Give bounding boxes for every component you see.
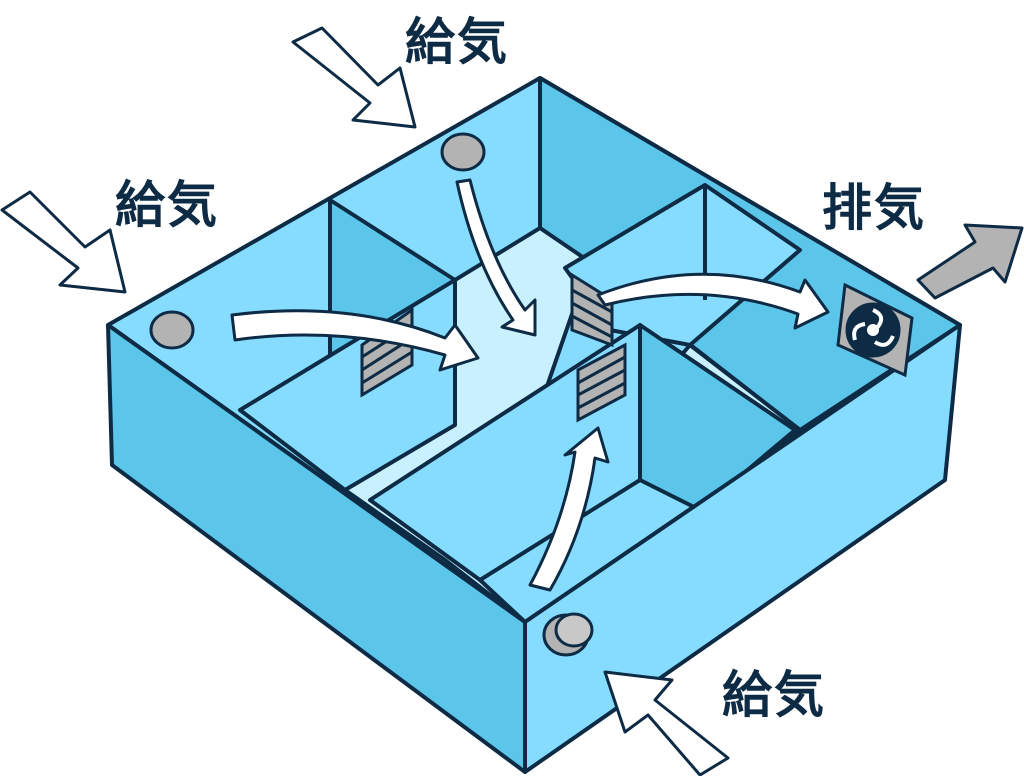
vent-grille-right-top: [570, 272, 614, 348]
supply-arrow-left: [0, 190, 127, 294]
intake-vent-bottom: [542, 612, 594, 657]
exhaust-arrow-right: [916, 223, 1024, 300]
intake-vent-left: [149, 310, 195, 350]
exhaust-fan-icon: [836, 282, 914, 378]
outer-wall-right: [523, 323, 962, 774]
supply-arrow-top: [291, 26, 417, 129]
airflow-arrow-bottom: [528, 426, 610, 592]
intake-vent-top: [440, 132, 486, 172]
supply-arrow-bottom: [603, 670, 730, 776]
vent-grille-center: [576, 342, 627, 423]
label-supply-bottom: 給気: [722, 666, 826, 724]
label-supply-left: 給気: [115, 176, 219, 234]
airflow-arrow-top: [455, 178, 537, 337]
airflow-arrow-left: [230, 309, 480, 372]
label-exhaust: 排気: [822, 179, 926, 237]
airflow-arrow-right: [596, 272, 830, 330]
label-supply-top: 給気: [405, 13, 509, 71]
